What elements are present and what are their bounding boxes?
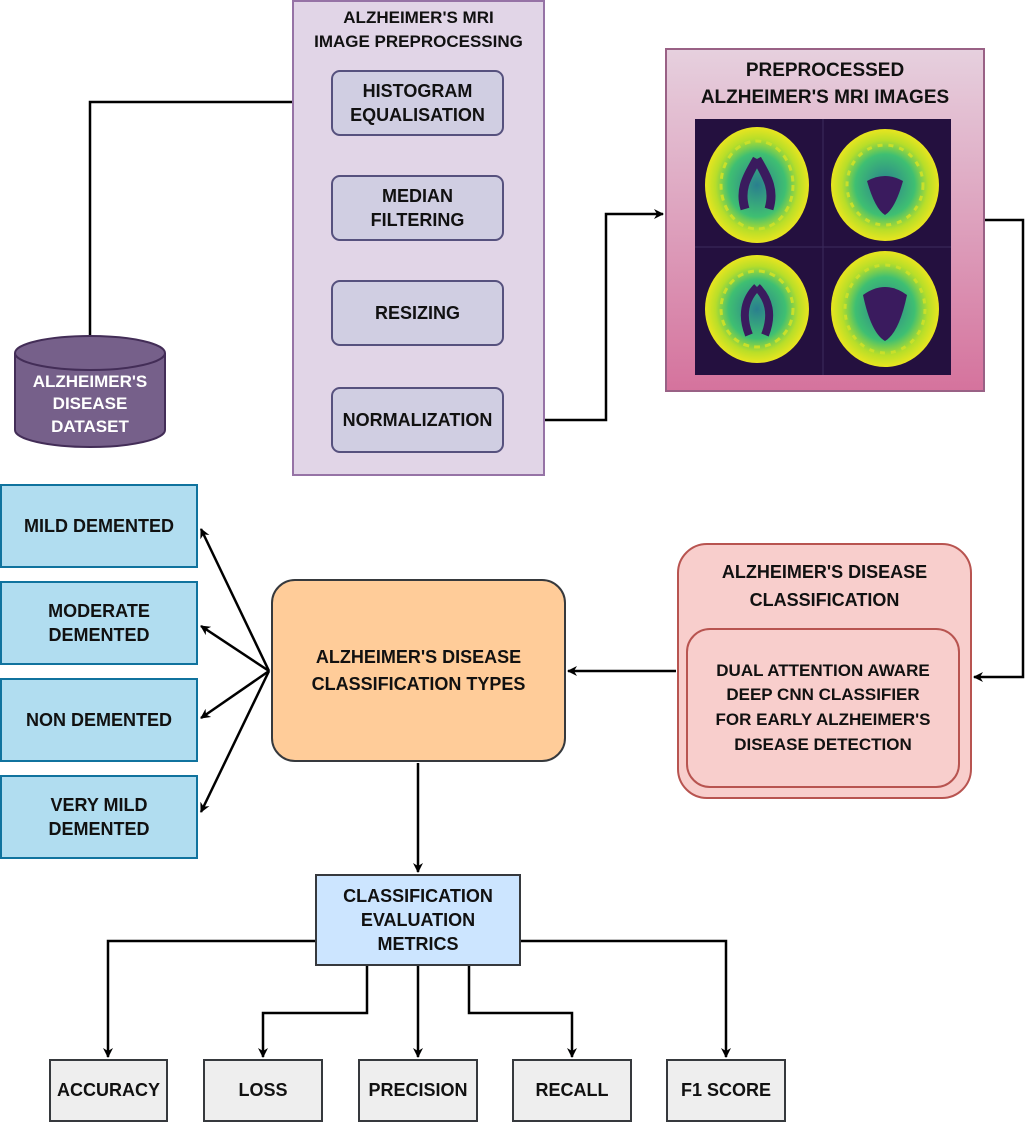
- metric-accuracy: ACCURACY: [49, 1059, 168, 1122]
- arrow-types-to-moderate: [200, 624, 270, 673]
- evaluation-label: CLASSIFICATION EVALUATION METRICS: [343, 885, 493, 955]
- mri-slice: [831, 251, 939, 367]
- normalization-step: NORMALIZATION: [331, 387, 504, 453]
- arrow-types-to-very-mild: [199, 670, 271, 813]
- classifier-model-label: DUAL ATTENTION AWARE DEEP CNN CLASSIFIER…: [715, 660, 931, 754]
- metric-recall: RECALL: [512, 1059, 632, 1122]
- arrow-types-to-non: [200, 669, 270, 720]
- metric-label: RECALL: [535, 1080, 609, 1101]
- metric-label: F1 SCORE: [680, 1080, 772, 1101]
- mri-slice: [831, 129, 939, 241]
- evaluation-metrics-box: CLASSIFICATION EVALUATION METRICS: [315, 874, 521, 966]
- arrow-eval-to-accuracy: [103, 939, 315, 1058]
- classification-types-label: ALZHEIMER'S DISEASE CLASSIFICATION TYPES: [311, 646, 526, 694]
- database-icon: [14, 335, 166, 448]
- category-moderate-demented: MODERATE DEMENTED: [0, 581, 198, 665]
- dataset-cylinder: ALZHEIMER'S DISEASE DATASET: [14, 335, 166, 448]
- resizing-step: RESIZING: [331, 280, 504, 346]
- category-label: NON DEMENTED: [25, 709, 172, 730]
- arrow-types-to-mild: [199, 528, 271, 672]
- preprocessing-title: ALZHEIMER'S MRI IMAGE PREPROCESSING: [314, 8, 523, 51]
- step-label: NORMALIZATION: [342, 409, 493, 430]
- mri-image-grid: [695, 119, 951, 375]
- metric-label: PRECISION: [368, 1080, 468, 1101]
- dataset-label: ALZHEIMER'S DISEASE DATASET: [32, 372, 148, 436]
- step-label: HISTOGRAM EQUALISATION: [350, 80, 485, 125]
- mri-slice: [705, 127, 809, 243]
- mri-slice: [705, 255, 809, 363]
- arrow-images-to-classifier: [973, 218, 1025, 682]
- category-label: MODERATE DEMENTED: [48, 600, 150, 645]
- step-label: MEDIAN FILTERING: [370, 185, 465, 230]
- arrow-eval-to-loss: [258, 966, 369, 1058]
- category-very-mild-demented: VERY MILD DEMENTED: [0, 775, 198, 859]
- arrow-eval-to-f1: [521, 939, 731, 1058]
- metric-f1-score: F1 SCORE: [666, 1059, 786, 1122]
- category-label: VERY MILD DEMENTED: [48, 794, 150, 839]
- classification-title: ALZHEIMER'S DISEASE CLASSIFICATION: [721, 562, 928, 610]
- category-non-demented: NON DEMENTED: [0, 678, 198, 762]
- arrow-normalization-to-images: [506, 209, 664, 422]
- arrow-dataset-to-histogram: [88, 97, 330, 336]
- arrow-eval-to-recall: [467, 966, 577, 1058]
- metric-label: ACCURACY: [57, 1080, 160, 1101]
- median-filtering-step: MEDIAN FILTERING: [331, 175, 504, 241]
- histogram-equalisation-step: HISTOGRAM EQUALISATION: [331, 70, 504, 136]
- classifier-model-box: DUAL ATTENTION AWARE DEEP CNN CLASSIFIER…: [686, 628, 960, 788]
- metric-precision: PRECISION: [358, 1059, 478, 1122]
- step-label: RESIZING: [374, 302, 460, 323]
- category-mild-demented: MILD DEMENTED: [0, 484, 198, 568]
- classification-types-box: ALZHEIMER'S DISEASE CLASSIFICATION TYPES: [271, 579, 566, 762]
- metric-label: LOSS: [238, 1080, 288, 1101]
- category-label: MILD DEMENTED: [24, 515, 174, 536]
- metric-loss: LOSS: [203, 1059, 323, 1122]
- preprocessed-images-title: PREPROCESSED ALZHEIMER'S MRI IMAGES: [700, 60, 950, 108]
